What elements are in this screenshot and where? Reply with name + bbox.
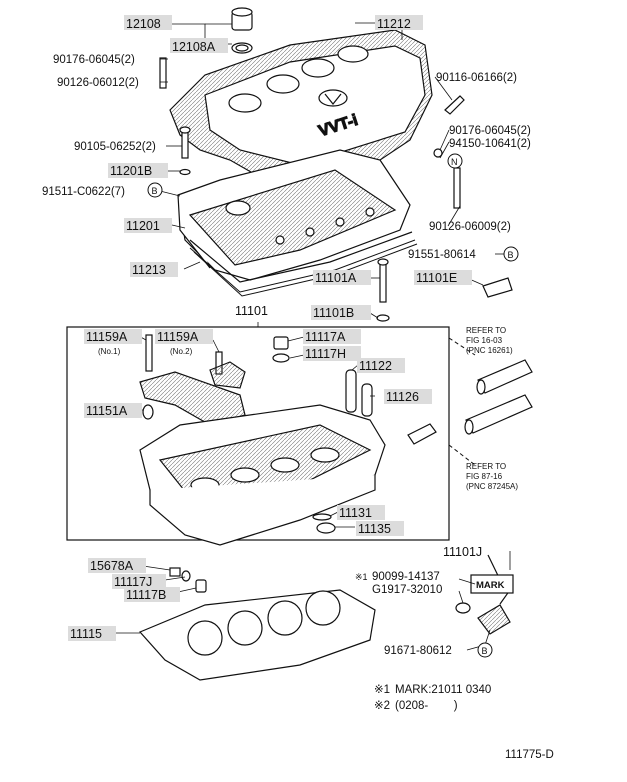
label-12108: 12108 [126,17,161,31]
label-g1917: G1917-32010 [372,584,442,596]
note-2-marker: ※2 [374,700,390,712]
label-90116: 90116-06166(2) [436,72,517,84]
label-12108a: 12108A [172,40,216,54]
label-91511: 91511-C0622(7) [42,186,125,198]
label-11101j: 11101J [443,545,482,559]
sensor-11101j [455,554,511,635]
label-90176-a: 90176-06045(2) [53,54,135,66]
label-11201b: 11201B [110,164,152,178]
hose-pipes [464,359,533,435]
mark-box-label: MARK [476,580,505,591]
mark-box [470,574,514,594]
note-2-text: (0208- ) [395,700,458,712]
refer-note-1: REFER TO FIG 16-03 (PNC 16261) [466,326,513,355]
head-cover-gasket [189,239,418,297]
label-11117h: 11117H [305,347,346,361]
leader-refer-2 [448,444,476,466]
engine-cover-illustration: VVT-i [169,29,433,186]
label-11201: 11201 [126,219,160,233]
callout-b-2: B [508,250,514,260]
label-90105: 90105-06252(2) [74,141,156,153]
label-11159a-no2-note: (No.2) [170,347,193,356]
plug-set-lower [169,567,207,593]
cylinder-head-illustration [139,404,386,546]
label-11151a: 11151A [86,404,128,418]
label-11135: 11135 [358,522,391,536]
label-90126-a: 90126-06012(2) [57,77,139,89]
oil-filler-cap [231,7,253,54]
label-90126-b: 90126-06009(2) [429,221,511,233]
label-11101: 11101 [235,304,268,318]
camshaft-bearing-caps [139,334,246,426]
label-91551: 91551-80614 [408,249,476,261]
label-15678a: 15678A [90,559,134,573]
svg-text:(PNC 16261): (PNC 16261) [466,346,513,355]
label-11101b: 11101B [313,306,354,320]
rear-seals [312,513,336,534]
part-labels: 12108 12108A 11212 90176-06045(2) 90126-… [42,15,531,657]
label-11101a: 11101A [315,271,357,285]
label-90099: 90099-14137 [372,571,440,583]
note-1-marker: ※1 [374,684,390,696]
cylinder-head-gasket [138,589,376,681]
footnotes: ※1 MARK:21011 0340 ※2 (0208- ) [374,684,491,712]
head-cover-illustration [177,149,413,283]
leader-refer-1 [448,337,476,356]
callout-b-3: B [482,646,488,656]
svg-text:FIG 87-16: FIG 87-16 [466,472,503,481]
label-11101e: 11101E [416,271,457,285]
cover-bolts-right [433,95,465,209]
tube-guides [345,369,373,417]
label-11213: 11213 [132,263,166,277]
label-11122: 11122 [359,359,392,373]
callout-circles [147,153,519,658]
cover-bolts-left [159,57,191,176]
svg-text:REFER TO: REFER TO [466,462,506,471]
label-11159a-no1: 11159A [86,330,128,344]
figure-id: 111775-D [505,749,554,761]
sensor-part-11101e [482,277,513,298]
label-91671: 91671-80612 [384,645,452,657]
label-11131: 11131 [339,506,372,520]
cylinder-head-bolt [376,258,390,322]
label-11115: 11115 [70,627,102,641]
label-90099-star: ※1 [355,572,368,582]
svg-text:FIG 16-03: FIG 16-03 [466,336,503,345]
label-11117j: 11117J [114,575,152,589]
plug-and-washer [272,336,290,363]
label-11159a-no2: 11159A [157,330,199,344]
svg-text:REFER TO: REFER TO [466,326,506,335]
callout-n: N [451,157,458,167]
label-11159a-no1-note: (No.1) [98,347,121,356]
label-11117a: 11117A [305,330,346,344]
label-11212: 11212 [377,17,411,31]
refer-note-2: REFER TO FIG 87-16 (PNC 87245A) [466,462,518,491]
seal-ring [142,404,154,420]
label-90176-b: 90176-06045(2) [449,125,531,137]
callout-b-1: B [152,186,158,196]
label-11126: 11126 [386,390,419,404]
label-94150: 94150-10641(2) [449,138,531,150]
note-1-text: MARK:21011 0340 [395,684,491,696]
svg-text:(PNC 87245A): (PNC 87245A) [466,482,518,491]
label-11117b: 11117B [126,588,166,602]
water-outlet-fitting [407,423,437,445]
